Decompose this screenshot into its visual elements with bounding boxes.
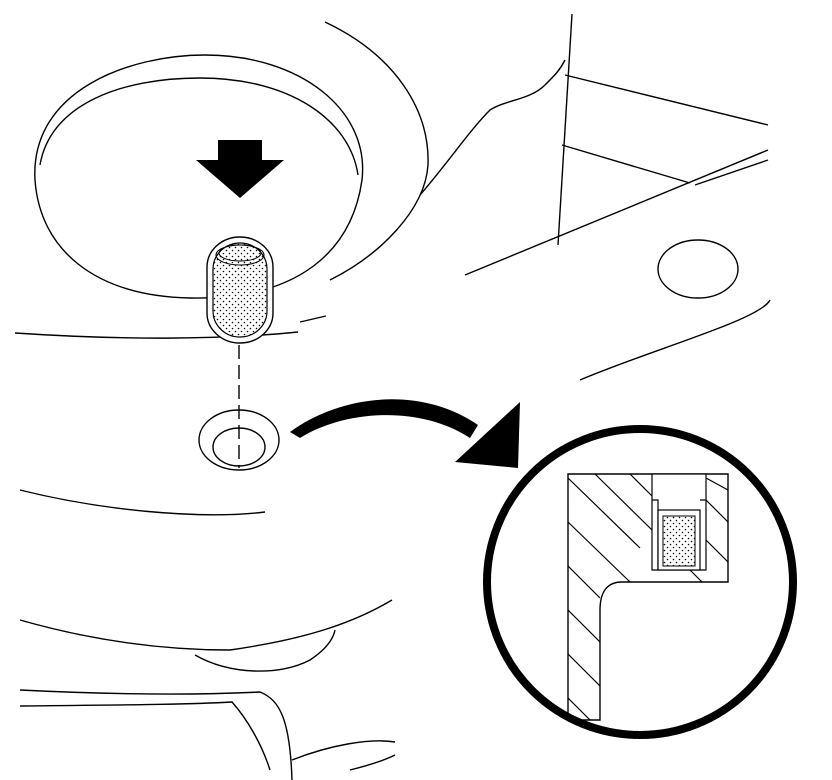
port-opening	[657, 239, 739, 299]
curved-arrow-icon	[290, 399, 520, 468]
detail-circle-frame	[483, 425, 797, 739]
filter-element	[206, 236, 274, 344]
bore-outline	[34, 54, 364, 299]
seated-filter	[657, 509, 701, 571]
down-arrow-icon	[196, 140, 284, 198]
detail-view	[483, 425, 797, 739]
lower-housing-outline	[19, 489, 396, 780]
filter-seat-recess	[198, 409, 280, 471]
housing-outline	[14, 13, 771, 381]
housing-cross-section	[567, 473, 729, 721]
